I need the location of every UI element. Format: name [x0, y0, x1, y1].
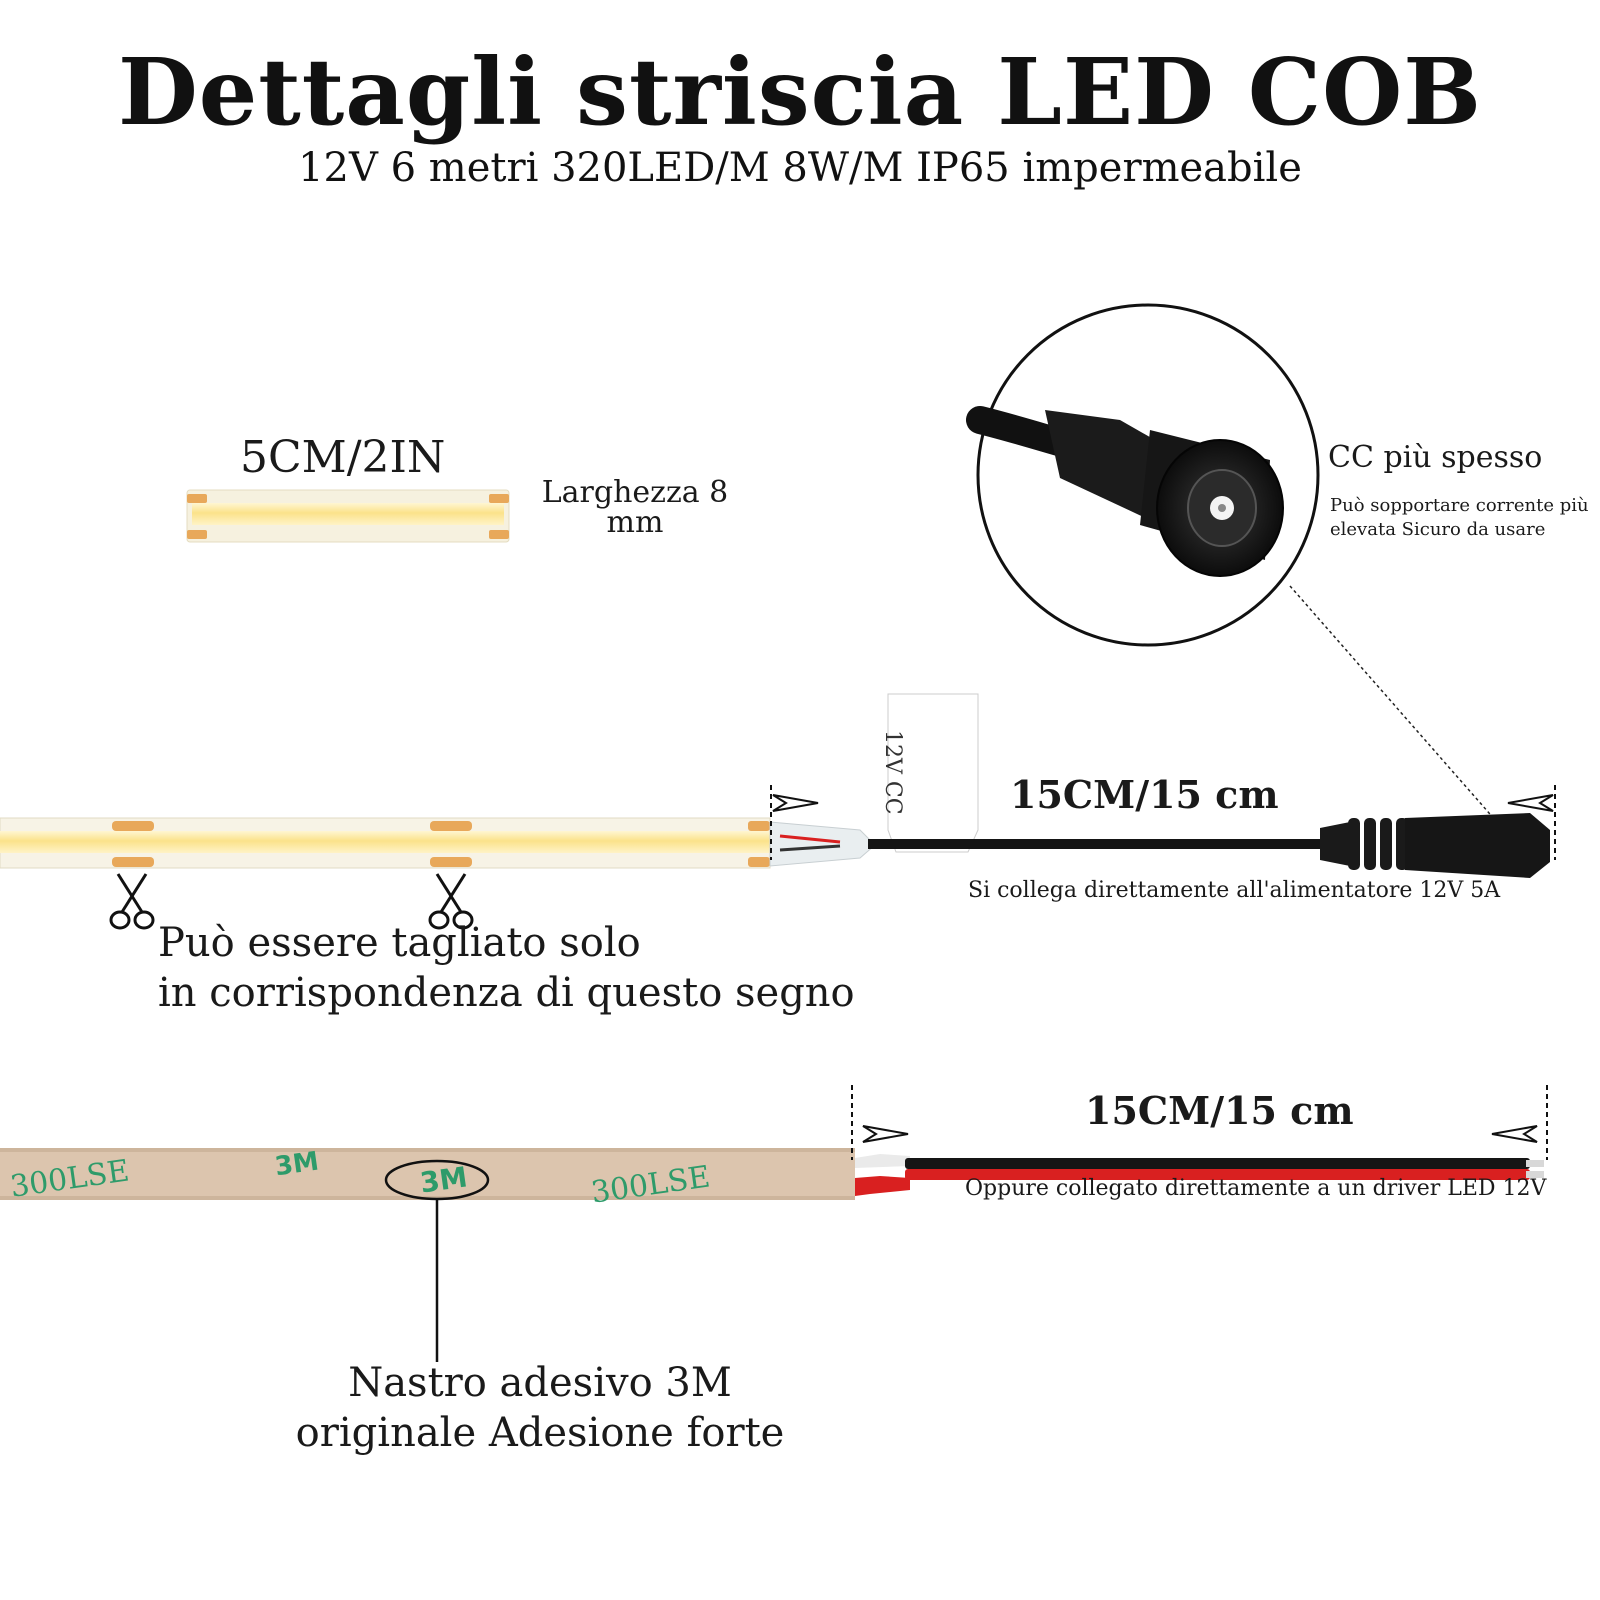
dc-cable [868, 813, 1550, 878]
scissors-icon [428, 873, 474, 930]
tape-note-line2: originale Adesione forte [295, 1410, 785, 1456]
voltage-tag [887, 693, 979, 853]
tape-print-brand: 3M [273, 1147, 321, 1183]
segment-strip [186, 489, 510, 543]
wire-cable-dimension [851, 1085, 1548, 1160]
page-title: Dettagli striscia LED COB [117, 38, 1483, 146]
dc-cable-length: 15CM/15 cm [1010, 772, 1279, 817]
dc-cable-dimension [770, 785, 1556, 860]
cut-note-line2: in corrispondenza di questo segno [158, 970, 855, 1016]
cut-pad [112, 821, 154, 831]
tape-highlight-ellipse [384, 1159, 490, 1201]
wire-cable-note: Oppure collegato direttamente a un drive… [965, 1176, 1547, 1201]
connector-title: CC più spesso [1328, 440, 1543, 475]
segment-length-label: 5CM/2IN [240, 432, 446, 483]
cut-note: Può essere tagliato solo in corrisponden… [158, 918, 855, 1018]
connector-magnifier [966, 303, 1533, 863]
cut-pad [430, 857, 472, 867]
dc-cable-note: Si collega direttamente all'alimentatore… [968, 878, 1501, 903]
adhesive-tape-strip: 300LSE 3M 3M 300LSE [0, 1147, 855, 1362]
dc-jack-icon [1045, 410, 1284, 577]
wire-cable-length: 15CM/15 cm [1085, 1088, 1354, 1133]
cut-pad [430, 821, 472, 831]
voltage-tag-text: 12V CC [880, 730, 905, 815]
width-label: Larghezza 8 mm [541, 475, 729, 540]
tape-note-line1: Nastro adesivo 3M [348, 1360, 732, 1406]
scissors-icon [109, 873, 155, 930]
tape-print-brand: 3M [418, 1160, 469, 1199]
cut-note-line1: Può essere tagliato solo [158, 920, 641, 966]
page-subtitle: 12V 6 metri 320LED/M 8W/M IP65 impermeab… [298, 145, 1302, 191]
main-led-strip [0, 817, 876, 869]
tape-note: Nastro adesivo 3M originale Adesione for… [280, 1358, 800, 1458]
cut-pad [112, 857, 154, 867]
connector-description: Può sopportare corrente più elevata Sicu… [1330, 495, 1589, 540]
red-black-wires [855, 1154, 1544, 1196]
